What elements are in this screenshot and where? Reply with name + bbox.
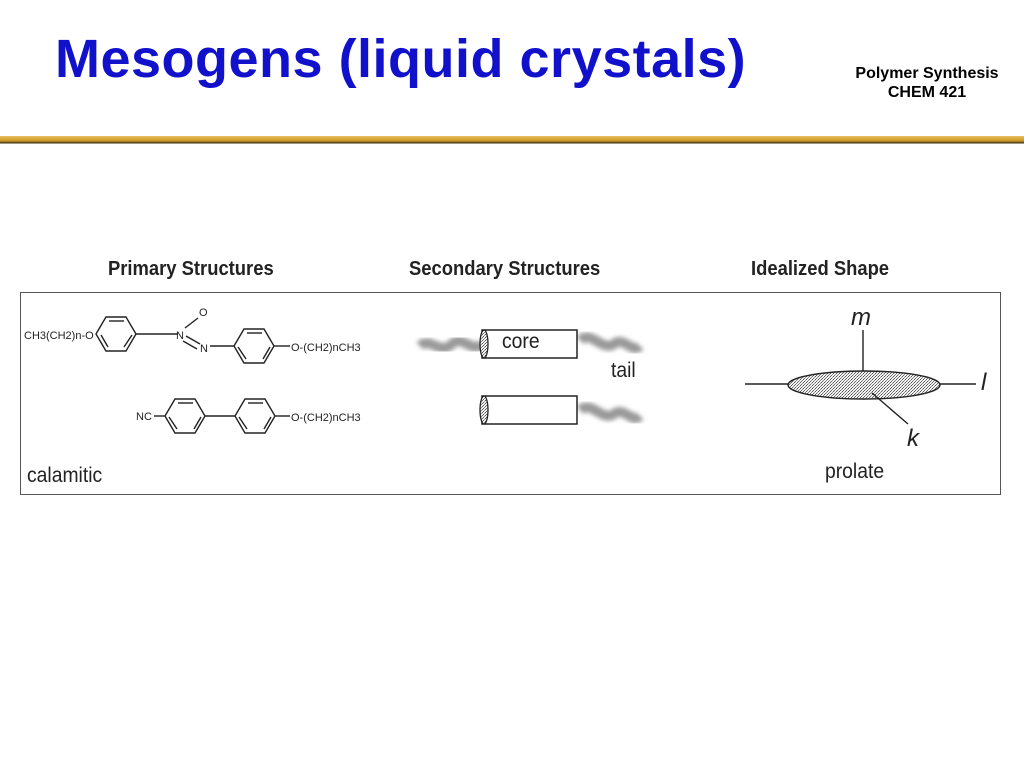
bottom-core-cylinder (481, 395, 578, 425)
heading-idealized-shape: Idealized Shape (751, 258, 890, 280)
k-axis-line (871, 392, 909, 425)
biphenyl-ring-2 (234, 398, 276, 434)
bottom-tail-fuzz (576, 402, 644, 423)
right-tail-fuzz (576, 332, 644, 353)
course-name: Polymer Synthesis (855, 65, 999, 82)
heading-primary-structures: Primary Structures (108, 258, 274, 280)
azoxy-molecule (95, 316, 290, 364)
biphenyl-ring-1 (164, 398, 206, 434)
course-code: CHEM 421 (887, 84, 967, 101)
secondary-bottom (479, 395, 644, 425)
cyanobiphenyl-molecule (154, 398, 290, 434)
azo-double-bond-a (185, 335, 201, 345)
tail-label: tail (611, 359, 636, 382)
secondary-top (416, 329, 644, 359)
benzene-ring-2 (233, 328, 275, 364)
slide-title: Mesogens (liquid crystals) (55, 29, 747, 89)
molecule1-right-group: O-(CH2)nCH3 (291, 342, 361, 354)
left-tail-fuzz (416, 336, 486, 353)
title-divider (0, 136, 1024, 144)
bottom-core-end-cap (479, 395, 489, 425)
azo-n2-label: N (200, 343, 208, 355)
n-oxide-bond (184, 317, 199, 329)
axis-k-label: k (907, 425, 919, 452)
prolate-ellipsoid (745, 330, 976, 425)
axis-m-label: m (851, 304, 871, 331)
mesogen-figure: CH3(CH2)n-O N O N O-(CH2)nCH3 NC O-(CH2)… (24, 307, 976, 434)
prolate-ellipse (787, 370, 941, 400)
azo-double-bond-b (182, 340, 198, 350)
azo-n1-label: N (176, 330, 184, 342)
heading-secondary-structures: Secondary Structures (409, 258, 601, 280)
molecule1-left-group: CH3(CH2)n-O (24, 330, 94, 342)
course-info: Polymer Synthesis CHEM 421 (834, 64, 1020, 102)
core-label: core (502, 330, 540, 353)
prolate-label: prolate (825, 460, 885, 483)
oxide-o-label: O (199, 307, 208, 319)
core-end-cap (479, 329, 489, 359)
benzene-ring-1 (95, 316, 137, 352)
molecule2-right-group: O-(CH2)nCH3 (291, 412, 361, 424)
axis-l-label: l (981, 369, 987, 396)
molecule2-left-group: NC (136, 411, 152, 423)
calamitic-label: calamitic (27, 464, 103, 487)
